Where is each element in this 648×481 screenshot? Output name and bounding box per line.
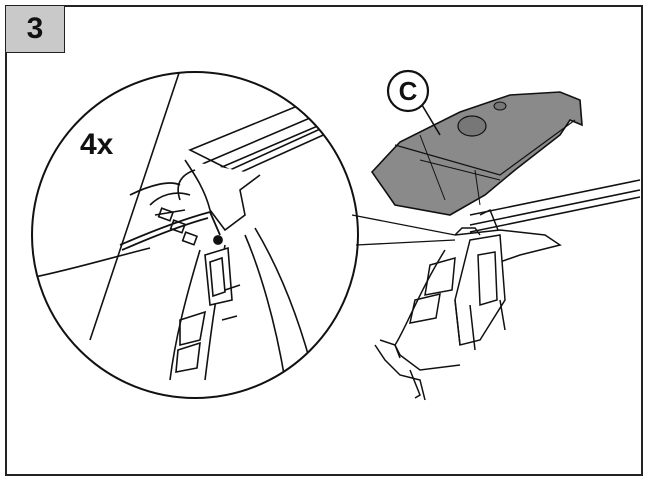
- part-callout-leader: [421, 104, 441, 136]
- magnifier-circle: [31, 71, 359, 399]
- rack-foot-assembly: [374, 179, 641, 401]
- part-callout-circle: [386, 69, 430, 113]
- hex-key: [119, 182, 223, 251]
- bar-edge-line: [32, 247, 151, 279]
- quantity-label: 4x: [80, 128, 114, 161]
- diagonal-edge: [89, 72, 181, 341]
- cover-lock-icon: [457, 115, 487, 137]
- part-label: C: [398, 75, 418, 106]
- cover-cap: [370, 91, 583, 216]
- step-number-badge: 3: [6, 6, 65, 53]
- panel-border: [5, 5, 643, 476]
- detail-magnifier: [31, 71, 456, 399]
